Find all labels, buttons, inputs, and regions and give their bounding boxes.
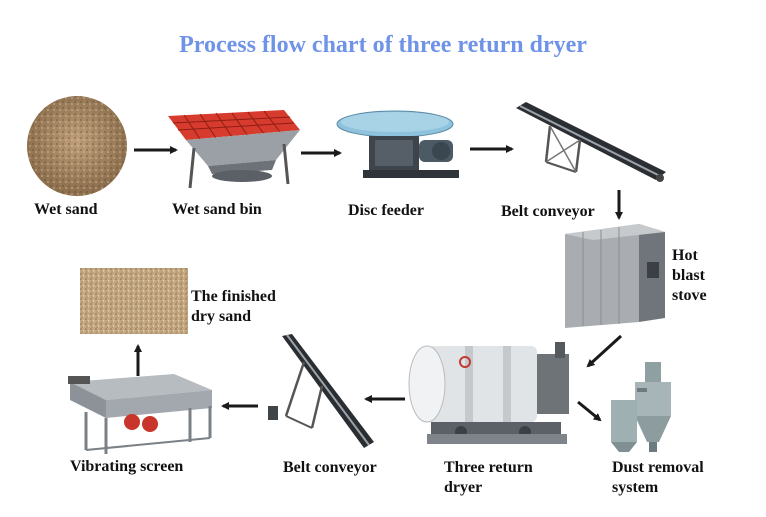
hot-blast-stove-label-1: Hot [672,247,698,264]
three-return-dryer-label-1: Three return [444,459,533,476]
vibrating-screen-label: Vibrating screen [70,458,184,475]
finished-dry-sand-image [80,268,188,334]
wet-sand-image [27,96,127,196]
three-return-dryer-label-2: dryer [444,479,483,496]
dust-removal-image [611,362,671,452]
wet-sand-bin-label: Wet sand bin [172,201,262,218]
hot-blast-stove-image [565,224,665,328]
arrow-dryer-to-dust [577,400,602,422]
three-return-dryer-image [408,342,569,444]
hot-blast-stove-label-2: blast [672,267,705,284]
hot-blast-stove-label-3: stove [672,287,707,304]
disc-feeder-label: Disc feeder [348,202,424,219]
finished-dry-sand-label-2: dry sand [191,308,252,325]
dust-removal-label-1: Dust removal [612,459,704,476]
arrow-stove-to-dryer [586,334,623,368]
wet-sand-bin-image [168,110,300,189]
disc-feeder-image [336,110,459,178]
finished-dry-sand-label-1: The finished [191,288,276,305]
belt-conveyor-1-image [516,102,666,182]
belt-conveyor-2-label: Belt conveyor [283,459,377,476]
belt-conveyor-1-label: Belt conveyor [501,203,595,220]
diagram-title: Process flow chart of three return dryer [179,32,587,58]
dust-removal-label-2: system [612,479,659,496]
vibrating-screen-image [68,374,212,454]
belt-conveyor-2-image [268,334,374,448]
wet-sand-label: Wet sand [34,201,98,218]
